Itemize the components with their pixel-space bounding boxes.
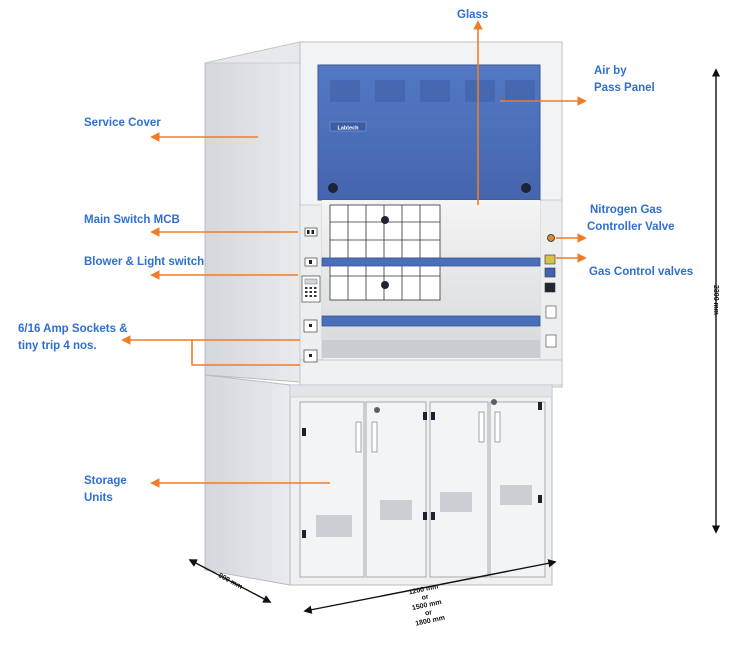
upper-cabinet: Labtech: [204, 41, 563, 388]
vent-perforations: [330, 80, 535, 102]
brand-logo-text: Labtech: [337, 126, 359, 132]
door-1: [299, 401, 365, 578]
gas-valve-3: [544, 282, 556, 293]
right-socket-lower: [545, 334, 557, 348]
label-sockets-line2: tiny trip 4 nos.: [18, 340, 97, 352]
label-gas-valves: Gas Control valves: [589, 266, 694, 278]
label-storage-line1: Storage: [84, 475, 127, 487]
sash-rail-middle: [321, 257, 541, 267]
right-socket-upper: [545, 305, 557, 319]
sash-knob-right: [521, 183, 531, 193]
callout-arrows: [121, 20, 587, 488]
base-top-band: [289, 384, 553, 398]
depth-dimension-line: [188, 559, 272, 603]
door-vent-4: [500, 485, 532, 505]
label-sockets-line1: 6/16 Amp Sockets &: [18, 323, 128, 335]
label-air-bypass-line2: Pass Panel: [594, 82, 655, 94]
door-3: [429, 401, 489, 578]
label-air-bypass-line1: Air by: [594, 65, 627, 77]
sash-rail-bottom: [321, 315, 541, 327]
label-storage-line2: Units: [84, 492, 113, 504]
left-side-panel: [204, 41, 301, 383]
height-dimension-label: 2300 mm: [712, 285, 719, 315]
door-vent-3: [440, 492, 472, 512]
nitrogen-valve: [547, 234, 555, 242]
main-switch-mcb: [304, 227, 318, 237]
door-vent-1: [316, 515, 352, 537]
worktop: [322, 340, 540, 358]
gas-valve-1: [544, 254, 556, 265]
label-service-cover: Service Cover: [84, 117, 161, 129]
label-nitrogen-line1: Nitrogen Gas: [590, 204, 663, 216]
label-blower-light: Blower & Light switch: [84, 256, 205, 268]
base-rail: [299, 359, 563, 386]
arrow-sockets: [121, 335, 300, 366]
base-side: [204, 374, 291, 586]
dimension-arrows: [188, 68, 721, 614]
storage-base: [204, 374, 553, 586]
label-nitrogen-line2: Controller Valve: [587, 221, 675, 233]
label-glass: Glass: [457, 9, 489, 21]
gas-valve-2: [544, 267, 556, 278]
brand-logo: [329, 121, 367, 132]
sash-knob-left: [328, 183, 338, 193]
label-main-switch: Main Switch MCB: [84, 214, 180, 226]
grid-back-panel: [329, 204, 441, 301]
door-vent-2: [380, 500, 412, 520]
width-dimension-line: [303, 559, 557, 614]
